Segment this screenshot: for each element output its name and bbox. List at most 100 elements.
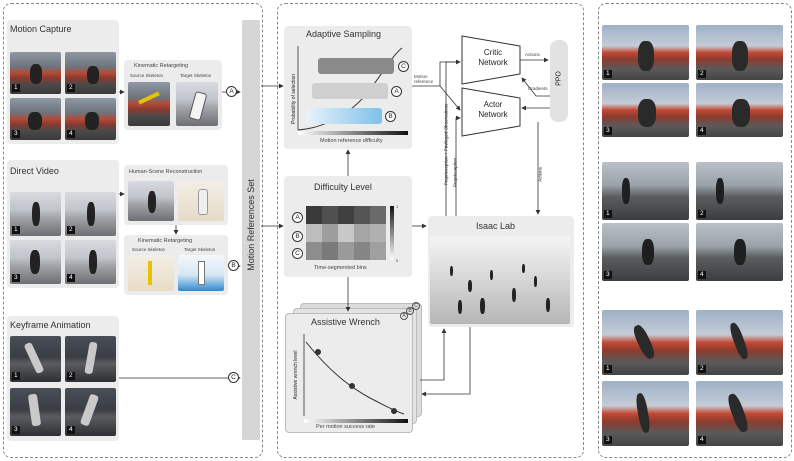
difficulty-heatmap xyxy=(306,206,386,260)
hsr-reconstruction-frame xyxy=(178,181,224,221)
video-photo-3: 3 xyxy=(10,240,61,284)
wrench-stack-marker-b: B xyxy=(406,307,414,315)
middle-region xyxy=(277,3,584,458)
marker-a-circle: A xyxy=(226,86,237,97)
robot-photo-g2-3: 3 xyxy=(602,223,689,281)
source-skeleton-figure xyxy=(148,261,152,285)
difficulty-row-marker-c: C xyxy=(292,248,303,259)
reconstructed-body xyxy=(198,189,208,215)
mocap-retarget-title: Kinematic Retargeting xyxy=(134,63,189,69)
actions-top-label: Actions xyxy=(525,52,540,57)
performer-figure xyxy=(28,112,42,130)
gradients-arrow xyxy=(521,77,550,97)
photo-number: 2 xyxy=(67,226,75,234)
marker-c-circle: C xyxy=(228,372,239,383)
mocap-retarget-panel: Kinematic Retargeting Source Skeleton Ta… xyxy=(124,60,222,130)
wrench-stack-marker-c: C xyxy=(412,302,420,310)
performer-figure xyxy=(87,66,99,84)
video-retarget-title: Kinematic Retargeting xyxy=(138,238,193,244)
robot-figure xyxy=(732,99,750,127)
video-source-image xyxy=(128,255,174,291)
sim-robot xyxy=(458,300,462,314)
video-photo-4: 4 xyxy=(65,240,116,284)
hsr-panel: Human-Scene Reconstruction xyxy=(124,165,228,225)
video-source-label: Source Skeleton xyxy=(132,247,166,252)
wrench-to-isaac-arrow xyxy=(420,328,447,381)
mocap-target-label: Target Skeleton xyxy=(180,73,212,78)
actor-network-shape xyxy=(461,87,521,137)
photo-number: 4 xyxy=(698,271,706,279)
wrench-point-a xyxy=(315,349,321,355)
sim-robot xyxy=(512,288,516,302)
isaac-lab-panel: Isaac Lab xyxy=(428,216,574,327)
photo-number: 4 xyxy=(67,130,75,138)
photo-number: 3 xyxy=(604,127,612,135)
actions-side-label: Actions xyxy=(537,167,543,182)
motion-ref-to-actor-arrow xyxy=(439,85,461,111)
assistive-wrench-panel: Assistive Wrench Assistive wrench level … xyxy=(285,313,413,433)
photo-number: 3 xyxy=(604,271,612,279)
difficulty-row-marker-a: A xyxy=(292,212,303,223)
keyframe-image-4: 4 xyxy=(65,388,116,436)
robot-figure xyxy=(622,178,630,204)
sim-robot xyxy=(450,266,453,276)
hsr-video-frame xyxy=(128,181,174,221)
video-retarget-panel: Kinematic Retargeting Source Skeleton Ta… xyxy=(124,235,228,295)
photo-number: 2 xyxy=(67,84,75,92)
robot-figure xyxy=(642,239,654,265)
keyframe-image-3: 3 xyxy=(10,388,61,436)
robot-photo-g2-1: 1 xyxy=(602,162,689,220)
runner-figure xyxy=(87,202,95,226)
adaptive-sampling-title: Adaptive Sampling xyxy=(306,29,382,39)
proprio-label: Proprioception xyxy=(452,157,458,188)
wrench-title: Assistive Wrench xyxy=(311,317,380,327)
photo-number: 4 xyxy=(698,436,706,444)
photo-number: 4 xyxy=(67,426,75,434)
photo-number: 4 xyxy=(67,274,75,282)
performer-figure xyxy=(30,64,42,84)
robot-photo-g3-3: 3 xyxy=(602,381,689,446)
isaac-to-wrench-arrow xyxy=(421,327,471,397)
adaptive-marker-c: C xyxy=(398,61,409,72)
proprio-line xyxy=(455,115,461,216)
difficulty-row-marker-b: B xyxy=(292,231,303,242)
difficulty-xlabel: Time-segmented bins xyxy=(314,265,367,271)
sim-robot xyxy=(534,276,537,287)
photo-number: 2 xyxy=(698,70,706,78)
photo-number: 1 xyxy=(604,210,612,218)
motion-capture-title: Motion Capture xyxy=(10,24,72,34)
priv-obs-line xyxy=(445,61,460,216)
performer-figure xyxy=(85,112,99,130)
difficulty-gradient-bar xyxy=(298,131,408,135)
sample-row-mid xyxy=(312,83,388,99)
wrench-plot xyxy=(303,334,405,416)
mocap-source-image xyxy=(128,82,170,126)
mocap-photo-4: 4 xyxy=(65,98,116,140)
motion-references-set-bar: Motion References Set xyxy=(242,20,260,440)
target-robot-figure xyxy=(198,261,205,285)
direct-video-title: Direct Video xyxy=(10,166,59,176)
robot-figure xyxy=(638,41,654,71)
keyframe-title: Keyframe Animation xyxy=(10,320,91,330)
adaptive-xlabel: Motion reference difficulty xyxy=(320,138,383,144)
robot-photo-g2-2: 2 xyxy=(696,162,783,220)
isaac-lab-simulation-view xyxy=(430,236,570,324)
wrench-xlabel: Per motion success rate xyxy=(316,424,375,430)
runner-figure xyxy=(89,250,97,274)
sample-row-hard xyxy=(318,58,394,74)
difficulty-level-panel: Difficulty Level A B C 1 0 Time-segmente… xyxy=(284,176,412,277)
photo-number: 1 xyxy=(12,84,20,92)
sim-robot xyxy=(480,298,485,314)
keyframe-image-1: 1 xyxy=(10,336,61,382)
mocap-target-image xyxy=(176,82,218,126)
critic-network-shape xyxy=(461,35,521,85)
colorbar-max: 1 xyxy=(396,204,399,209)
mocap-photo-1: 1 xyxy=(10,52,61,94)
robot-photo-g1-2: 2 xyxy=(696,25,783,80)
wrench-point-b xyxy=(349,383,355,389)
sample-row-easy xyxy=(306,108,382,124)
mocap-photo-2: 2 xyxy=(65,52,116,94)
photo-number: 1 xyxy=(12,372,20,380)
